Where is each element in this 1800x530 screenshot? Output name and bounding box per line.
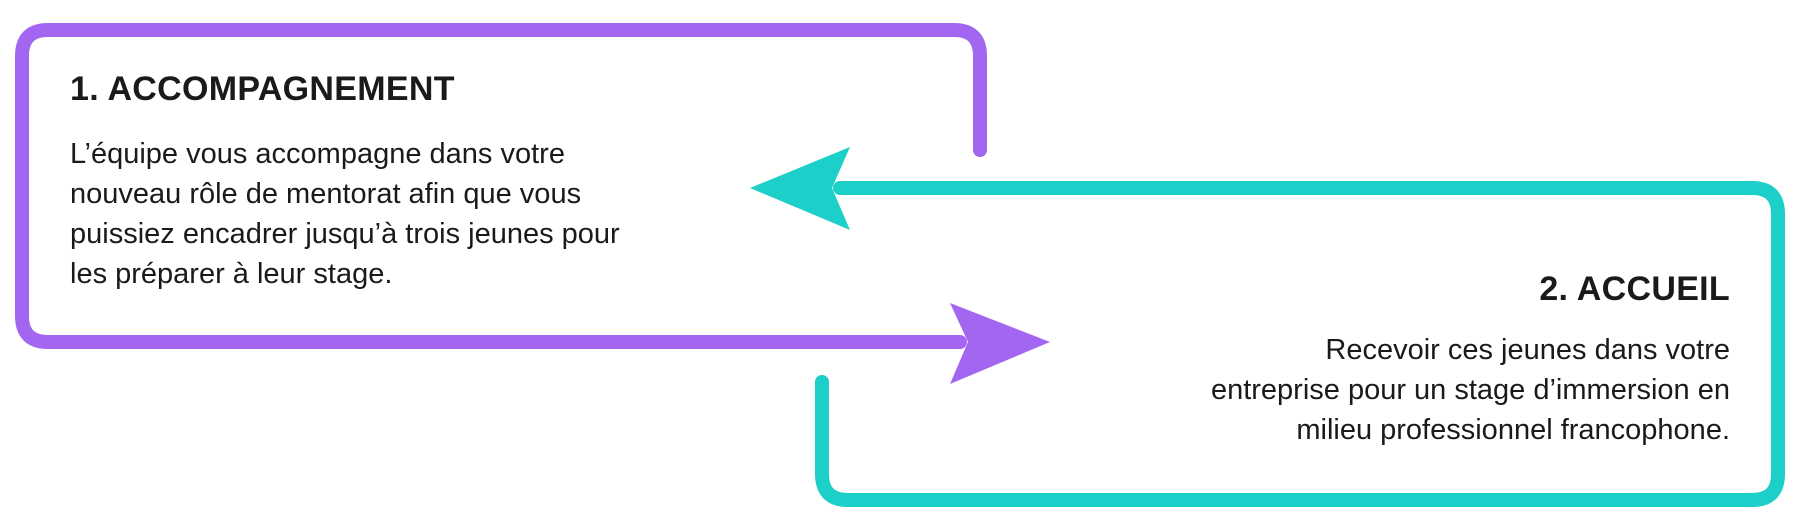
step2-arrow-head	[750, 147, 850, 230]
step1-arrow-head	[950, 303, 1050, 384]
step2-description: Recevoir ces jeunes dans votre entrepris…	[1211, 330, 1730, 450]
step1-loop-outline	[15, 23, 987, 349]
step2-title: 2. ACCUEIL	[1539, 270, 1730, 308]
step1-description-line: les préparer à leur stage.	[70, 258, 393, 290]
step1-description-line: puissiez encadrer jusqu’à trois jeunes p…	[70, 218, 620, 250]
step1-title: 1. ACCOMPAGNEMENT	[70, 70, 455, 108]
step2-description-line: entreprise pour un stage d’immersion en	[1210, 374, 1730, 406]
step1-description-line: L’équipe vous accompagne dans votre	[70, 138, 565, 170]
step1-description-line: nouveau rôle de mentorat afin que vous	[70, 178, 582, 210]
step2-description-line: Recevoir ces jeunes dans votre	[1325, 334, 1730, 366]
step2-loop-outline	[815, 181, 1785, 507]
step1-description: L’équipe vous accompagne dans votre nouv…	[70, 134, 620, 294]
step2-description-line: milieu professionnel francophone.	[1296, 414, 1730, 446]
